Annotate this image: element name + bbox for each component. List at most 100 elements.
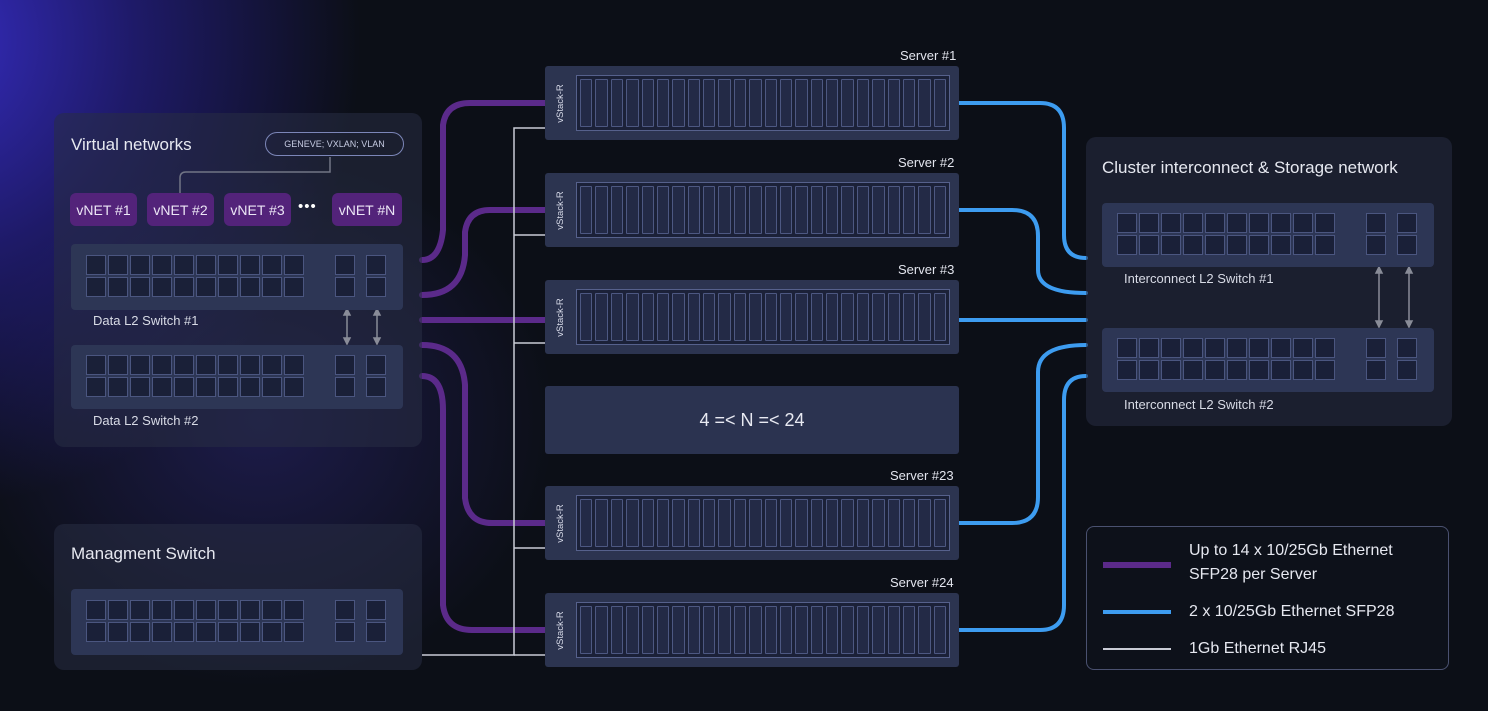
server-24[interactable]: vStack-R [545, 593, 959, 667]
port [1117, 235, 1137, 255]
management-switch[interactable] [71, 589, 403, 655]
vnet-n[interactable]: vNET #N [332, 193, 402, 226]
drive-bay [826, 606, 839, 654]
drive-bay [856, 499, 870, 547]
port [1315, 338, 1335, 358]
drive-bay [887, 186, 900, 234]
port [240, 255, 260, 275]
drive-bay [703, 606, 716, 654]
drive-bay [841, 606, 854, 654]
drive-bay [749, 186, 762, 234]
port [1227, 235, 1247, 255]
drive-bay [918, 186, 931, 234]
switch-ports [86, 600, 304, 642]
port [1293, 213, 1313, 233]
port [174, 355, 194, 375]
port [284, 255, 304, 275]
port [1397, 360, 1417, 380]
port [1139, 360, 1159, 380]
port [196, 377, 216, 397]
vnet-2[interactable]: vNET #2 [147, 193, 214, 226]
switch-ports [86, 255, 304, 297]
port [335, 377, 355, 397]
port [1227, 338, 1247, 358]
drive-bay [718, 79, 731, 127]
blue-link-server-24 [957, 374, 1088, 632]
port [366, 622, 386, 642]
port [1271, 338, 1291, 358]
data-l2-switch-1[interactable] [71, 244, 403, 310]
drive-bays [576, 182, 950, 238]
drive-bay [626, 606, 639, 654]
data-l2-switch-2[interactable] [71, 345, 403, 409]
drive-bay [779, 293, 793, 341]
vstack-label: vStack-R [554, 190, 566, 230]
drive-bay [718, 606, 731, 654]
vnet-3[interactable]: vNET #3 [224, 193, 291, 226]
drive-bay [656, 186, 670, 234]
protocols-pill: GENEVE; VXLAN; VLAN [265, 132, 404, 156]
drive-bay [902, 79, 916, 127]
legend-purple-label: Up to 14 x 10/25Gb Ethernet SFP28 per Se… [1189, 542, 1393, 583]
switch-uplinks-a [1366, 338, 1386, 380]
server-2[interactable]: vStack-R [545, 173, 959, 247]
interconnect-l2-switch-1[interactable] [1102, 203, 1434, 267]
port [152, 277, 172, 297]
switch-uplinks-a [335, 255, 355, 297]
vnet-1[interactable]: vNET #1 [70, 193, 137, 226]
port [240, 277, 260, 297]
interconnect-l2-switch-2[interactable] [1102, 328, 1434, 392]
drive-bay [856, 293, 870, 341]
drive-bay [779, 499, 793, 547]
drive-bay [810, 606, 823, 654]
port [1205, 338, 1225, 358]
switch-ports [1117, 338, 1335, 380]
port [152, 355, 172, 375]
port [1249, 338, 1269, 358]
server-2-label: Server #2 [898, 155, 955, 170]
server-23[interactable]: vStack-R [545, 486, 959, 560]
drive-bay [687, 606, 700, 654]
server-1[interactable]: vStack-R [545, 66, 959, 140]
drive-bay [580, 606, 593, 654]
port [240, 622, 260, 642]
legend-blue-label: 2 x 10/25Gb Ethernet SFP28 [1189, 603, 1395, 620]
drive-bay [749, 606, 762, 654]
port [196, 600, 216, 620]
server-1-label: Server #1 [900, 48, 957, 63]
drive-bay [672, 499, 685, 547]
port [218, 600, 238, 620]
port [1249, 213, 1269, 233]
drive-bay [703, 186, 716, 234]
drive-bay [856, 186, 870, 234]
drive-bays [576, 75, 950, 131]
port [262, 255, 282, 275]
port [1366, 360, 1386, 380]
drive-bay [902, 606, 916, 654]
port [130, 355, 150, 375]
data-l2-switch-2-label: Data L2 Switch #2 [93, 413, 199, 428]
port [284, 277, 304, 297]
drive-bay [887, 499, 900, 547]
port [1227, 360, 1247, 380]
drive-bay [933, 186, 946, 234]
server-3[interactable]: vStack-R [545, 280, 959, 354]
port [335, 622, 355, 642]
drive-bay [672, 79, 685, 127]
switch-uplinks-b [1397, 213, 1417, 255]
drive-bay [795, 293, 808, 341]
port [218, 622, 238, 642]
drive-bay [718, 499, 731, 547]
port [262, 600, 282, 620]
port [262, 277, 282, 297]
drive-bay [810, 79, 823, 127]
port [152, 622, 172, 642]
drive-bay [933, 79, 946, 127]
port [174, 277, 194, 297]
port [335, 277, 355, 297]
drive-bay [933, 293, 946, 341]
port [1161, 235, 1181, 255]
drive-bay [672, 186, 685, 234]
port [1315, 360, 1335, 380]
port [1293, 360, 1313, 380]
